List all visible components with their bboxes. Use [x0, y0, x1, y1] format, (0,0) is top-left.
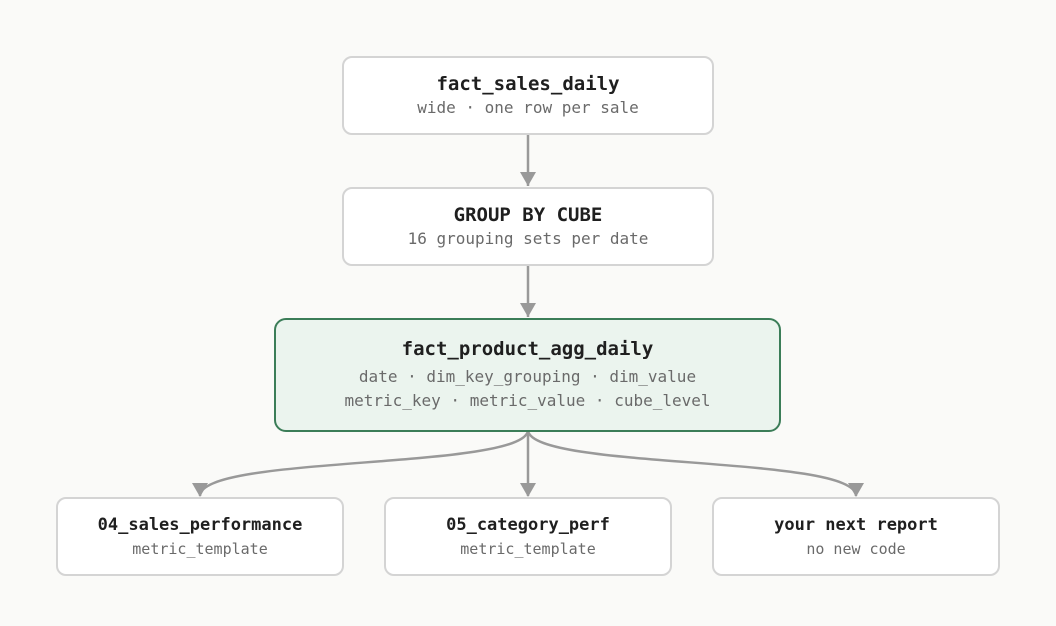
edge-arrow-cube	[520, 172, 536, 186]
node-subtitle: wide · one row per sale	[417, 97, 639, 117]
node-title: your next report	[774, 514, 938, 535]
node-subtitle: 16 grouping sets per date	[407, 228, 649, 248]
edge-arrow-agg	[520, 303, 536, 317]
node-next-report: your next report no new code	[712, 497, 1000, 576]
node-title: fact_product_agg_daily	[401, 338, 654, 360]
node-title: 04_sales_performance	[97, 514, 303, 535]
edge-arrow-next-report	[848, 483, 864, 497]
node-title: fact_sales_daily	[436, 72, 620, 95]
node-subtitle: metric_template	[132, 539, 268, 558]
edge-arrow-sales-performance	[192, 483, 208, 497]
edge-agg-to-sales-performance	[198, 430, 530, 497]
node-sales-performance: 04_sales_performance metric_template	[56, 497, 344, 576]
node-subtitle: date · dim_key_grouping · dim_value	[358, 367, 697, 386]
node-fact-product-agg-daily: fact_product_agg_daily date · dim_key_gr…	[274, 318, 781, 432]
node-subtitle: no new code	[806, 539, 906, 558]
node-subtitle: metric_template	[460, 539, 596, 558]
node-category-perf: 05_category_perf metric_template	[384, 497, 672, 576]
node-group-by-cube: GROUP BY CUBE 16 grouping sets per date	[342, 187, 714, 266]
node-subtitle: metric_key · metric_value · cube_level	[344, 391, 711, 410]
edge-arrow-category-perf	[520, 483, 536, 497]
node-title: GROUP BY CUBE	[453, 203, 603, 226]
node-title: 05_category_perf	[446, 514, 610, 535]
edge-agg-to-next-report	[526, 430, 858, 497]
node-fact-sales-daily: fact_sales_daily wide · one row per sale	[342, 56, 714, 135]
